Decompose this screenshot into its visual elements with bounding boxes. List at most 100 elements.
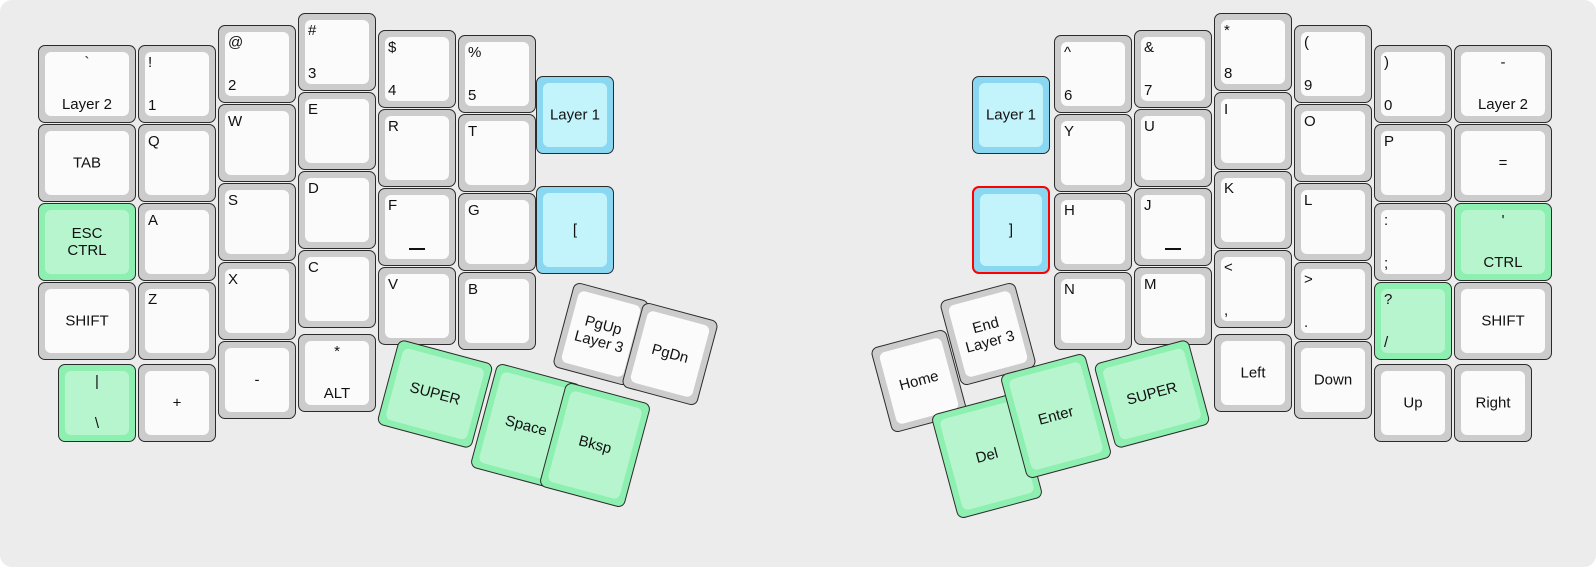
key-period-legend-top: > — [1304, 271, 1313, 288]
key-comma[interactable]: <, — [1214, 250, 1292, 328]
key-z[interactable]: Z — [138, 282, 216, 360]
key-asterisk-alt-legend-top: * — [334, 343, 340, 360]
key-up[interactable]: Up — [1374, 364, 1452, 442]
key-shift-left-cap: SHIFT — [45, 289, 129, 353]
key-d[interactable]: D — [298, 171, 376, 249]
key-asterisk-alt[interactable]: *ALT — [298, 334, 376, 412]
key-right-cap: Right — [1461, 371, 1525, 435]
key-y[interactable]: Y — [1054, 114, 1132, 192]
key-shift-left[interactable]: SHIFT — [38, 282, 136, 360]
key-period[interactable]: >. — [1294, 262, 1372, 340]
key-l[interactable]: L — [1294, 183, 1372, 261]
key-equals[interactable]: = — [1454, 124, 1552, 202]
key-shift-right-cap: SHIFT — [1461, 289, 1545, 353]
key-f[interactable]: F — [378, 188, 456, 266]
key-w[interactable]: W — [218, 104, 296, 182]
key-2[interactable]: @2 — [218, 25, 296, 103]
key-v[interactable]: V — [378, 267, 456, 345]
key-slash[interactable]: ?/ — [1374, 282, 1452, 360]
key-super-right[interactable]: SUPER — [1093, 338, 1211, 450]
key-h-cap: H — [1061, 200, 1125, 264]
key-2-cap: @2 — [225, 32, 289, 96]
key-plus[interactable]: + — [138, 364, 216, 442]
key-s[interactable]: S — [218, 183, 296, 261]
key-dash-layer2[interactable]: -Layer 2 — [1454, 45, 1552, 123]
key-left-legend-center: Left — [1240, 364, 1266, 382]
key-u[interactable]: U — [1134, 109, 1212, 187]
key-p[interactable]: P — [1374, 124, 1452, 202]
key-j[interactable]: J — [1134, 188, 1212, 266]
key-bksp-cap: Bksp — [547, 390, 643, 500]
key-bracket-right[interactable]: ] — [972, 186, 1050, 274]
key-right-legend-center: Right — [1475, 394, 1511, 412]
key-q[interactable]: Q — [138, 124, 216, 202]
key-i-cap: I — [1221, 99, 1285, 163]
key-k[interactable]: K — [1214, 171, 1292, 249]
key-6-legend-bottom: 6 — [1064, 86, 1073, 104]
key-1[interactable]: !1 — [138, 45, 216, 123]
key-a[interactable]: A — [138, 203, 216, 281]
key-minus[interactable]: - — [218, 341, 296, 419]
key-left[interactable]: Left — [1214, 334, 1292, 412]
key-4[interactable]: $4 — [378, 30, 456, 108]
key-tab-cap: TAB — [45, 131, 129, 195]
key-e-cap: E — [305, 99, 369, 163]
key-bracket-left[interactable]: [ — [536, 186, 614, 274]
key-k-cap: K — [1221, 178, 1285, 242]
key-r[interactable]: R — [378, 109, 456, 187]
key-v-cap: V — [385, 274, 449, 338]
key-h[interactable]: H — [1054, 193, 1132, 271]
key-6[interactable]: ^6 — [1054, 35, 1132, 113]
key-b[interactable]: B — [458, 272, 536, 350]
key-g-cap: G — [465, 200, 529, 264]
key-j-cap: J — [1141, 195, 1205, 259]
key-down[interactable]: Down — [1294, 341, 1372, 419]
key-l-legend-top: L — [1304, 192, 1313, 209]
key-2-legend-top: @ — [228, 34, 244, 51]
key-equals-cap: = — [1461, 131, 1545, 195]
key-del-legend-center: Del — [973, 444, 1001, 468]
key-grave-layer2-cap: `Layer 2 — [45, 52, 129, 116]
key-y-legend-top: Y — [1064, 123, 1075, 140]
key-period-cap: >. — [1301, 269, 1365, 333]
key-4-legend-bottom: 4 — [388, 81, 397, 99]
key-esc-ctrl[interactable]: ESC CTRL — [38, 203, 136, 281]
key-comma-cap: <, — [1221, 257, 1285, 321]
key-tab[interactable]: TAB — [38, 124, 136, 202]
key-layer1-left[interactable]: Layer 1 — [536, 76, 614, 154]
key-enter-legend-center: Enter — [1036, 403, 1076, 429]
key-9[interactable]: (9 — [1294, 25, 1372, 103]
key-shift-right[interactable]: SHIFT — [1454, 282, 1552, 360]
key-3-cap: #3 — [305, 20, 369, 84]
key-asterisk-alt-cap: *ALT — [305, 341, 369, 405]
key-quote-ctrl[interactable]: 'CTRL — [1454, 203, 1552, 281]
key-m[interactable]: M — [1134, 267, 1212, 345]
key-super-left[interactable]: SUPER — [376, 338, 494, 450]
key-g[interactable]: G — [458, 193, 536, 271]
key-equals-legend-center: = — [1498, 154, 1508, 172]
key-5[interactable]: %5 — [458, 35, 536, 113]
key-o[interactable]: O — [1294, 104, 1372, 182]
key-right[interactable]: Right — [1454, 364, 1532, 442]
key-i[interactable]: I — [1214, 92, 1292, 170]
key-8[interactable]: *8 — [1214, 13, 1292, 91]
key-semicolon[interactable]: :; — [1374, 203, 1452, 281]
key-7[interactable]: &7 — [1134, 30, 1212, 108]
key-up-cap: Up — [1381, 371, 1445, 435]
key-9-cap: (9 — [1301, 32, 1365, 96]
key-3[interactable]: #3 — [298, 13, 376, 91]
key-layer1-right[interactable]: Layer 1 — [972, 76, 1050, 154]
key-w-cap: W — [225, 111, 289, 175]
key-n[interactable]: N — [1054, 272, 1132, 350]
key-layer1-left-legend-center: Layer 1 — [549, 106, 601, 124]
key-d-legend-top: D — [308, 180, 319, 197]
key-grave-layer2[interactable]: `Layer 2 — [38, 45, 136, 123]
key-5-legend-top: % — [468, 44, 482, 61]
key-x[interactable]: X — [218, 262, 296, 340]
key-t[interactable]: T — [458, 114, 536, 192]
key-0[interactable]: )0 — [1374, 45, 1452, 123]
key-c[interactable]: C — [298, 250, 376, 328]
key-e[interactable]: E — [298, 92, 376, 170]
key-pipe-backslash[interactable]: |\ — [58, 364, 136, 442]
key-f-legend-top: F — [388, 197, 398, 214]
